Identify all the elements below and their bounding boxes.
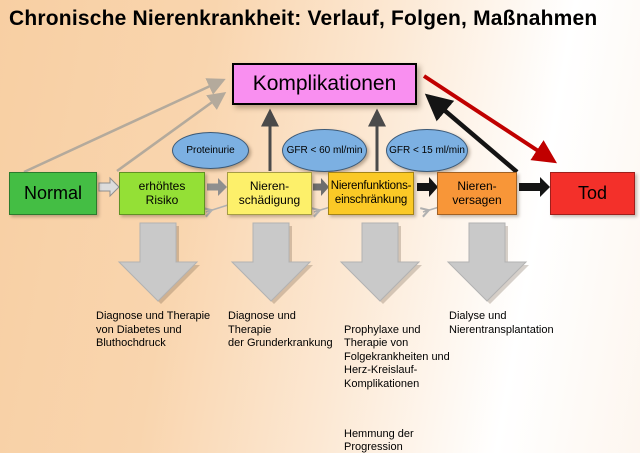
stage-box-normal: Normal [9,172,97,215]
measure-text-prophylaxe: Prophylaxe und Therapie von Folgekrankhe… [344,323,450,390]
arrow-versagen-to-tod [519,177,550,197]
indicator-ellipse-gfr60: GFR < 60 ml/min [282,129,367,172]
measure-column-prophylaxe: Prophylaxe und Therapie von Folgekrankhe… [344,310,456,453]
indicator-ellipse-proteinurie: Proteinurie [172,132,249,169]
down-arrows [117,222,528,302]
arrow-schaedigung-to-einschraenkung [313,178,329,196]
complications-box: Komplikationen [232,63,417,105]
stage-box-nierenversagen: Nieren- versagen [437,172,517,215]
arrow-einschraenkung-to-versagen [417,177,438,197]
down-arrow-3 [339,222,421,302]
measure-text-grunderkrankung: Diagnose und Therapie der Grunderkrankun… [228,310,333,349]
measure-text-dialyse: Dialyse und Nierentransplantation [449,310,554,336]
stage-box-nierenschaedigung: Nieren- schädigung [227,172,312,215]
down-arrow-2 [230,222,312,302]
down-arrow-1 [117,222,199,302]
down-arrow-4 [446,222,528,302]
stage-box-nierenfunktionseinschraenkung: Nierenfunktions- einschränkung [328,172,414,215]
stage-box-tod: Tod [550,172,635,215]
indicator-ellipse-gfr15: GFR < 15 ml/min [386,129,468,172]
measure-text-diabetes: Diagnose und Therapie von Diabetes und B… [96,310,211,349]
arrow-normal-to-risiko [98,176,120,198]
measure-text-hemmung: Hemmung der Progression [344,427,414,453]
stage-box-erhoehtes-risiko: erhöhtes Risiko [119,172,205,215]
page-title: Chronische Nierenkrankheit: Verlauf, Fol… [9,7,598,30]
arrow-risiko-to-schaedigung [207,178,227,196]
down-arrow-shadows [122,226,529,304]
